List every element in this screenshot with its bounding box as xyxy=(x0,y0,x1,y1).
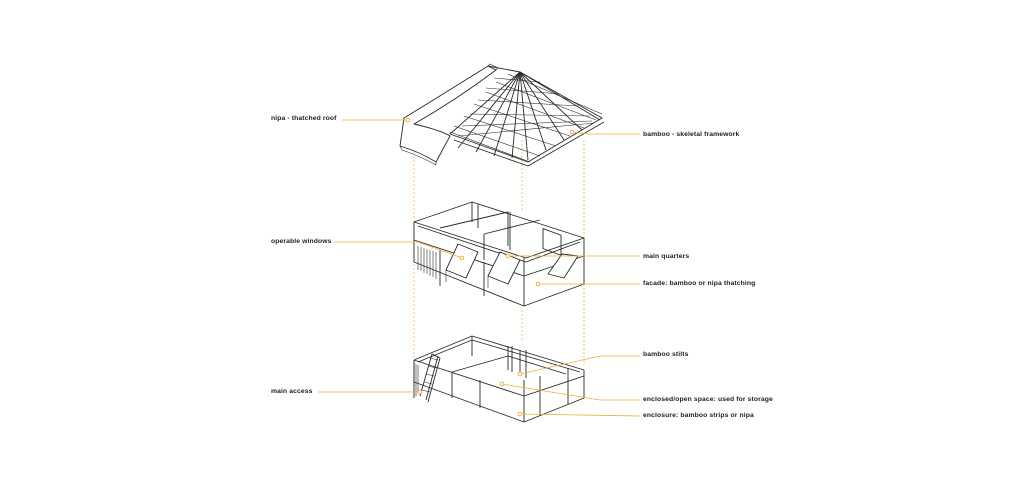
main-quarters-volume xyxy=(413,201,585,307)
roof-framework xyxy=(449,65,605,167)
nipa-thatched-roof-panel xyxy=(399,63,499,166)
leader-lines xyxy=(318,119,641,417)
label-storage-space: enclosed/open space: used for storage xyxy=(643,396,773,403)
label-bamboo-stilts: bamboo stilts xyxy=(643,351,689,358)
label-nipa-thatched-roof: nipa - thatched roof xyxy=(271,115,337,122)
leader-dots xyxy=(405,117,575,417)
label-main-access: main access xyxy=(271,388,313,395)
label-operable-windows: operable windows xyxy=(271,238,332,245)
label-bamboo-skeletal-framework: bamboo - skeletal framework xyxy=(643,131,740,138)
label-enclosure: enclosure: bamboo strips or nipa xyxy=(643,412,754,419)
label-facade: facade: bamboo or nipa thatching xyxy=(643,280,756,287)
ground-level-enclosure xyxy=(413,335,585,423)
label-main-quarters: main quarters xyxy=(643,253,690,260)
